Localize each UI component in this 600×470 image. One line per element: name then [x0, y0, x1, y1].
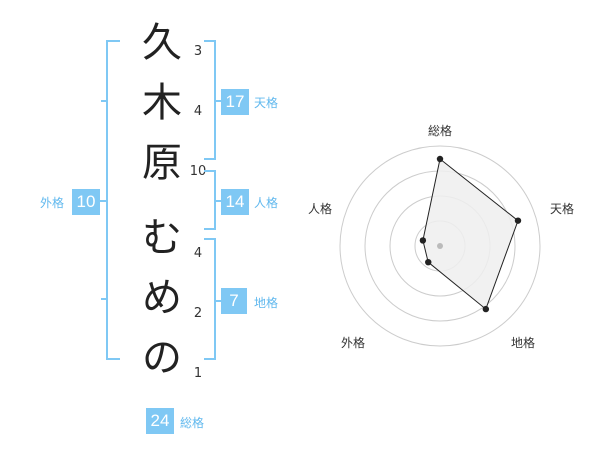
gaikaku-bracket-top [106, 40, 120, 42]
radar-polygon [422, 158, 519, 310]
name-char-4: む [142, 215, 182, 261]
gaikaku-tick [101, 100, 107, 102]
tenkaku-label: 天格 [254, 96, 279, 110]
radar-point [425, 258, 432, 266]
tenkaku-value: 17 [221, 89, 249, 115]
chikaku-value: 7 [221, 288, 247, 314]
fortune-radar-chart [339, 145, 541, 347]
radar-label-jinkaku: 人格 [308, 202, 333, 216]
name-char-1: 久 [142, 20, 182, 66]
stroke-count-3: 10 [189, 164, 207, 179]
name-char-3: 原 [142, 140, 182, 186]
tenkaku-bracket-top [204, 40, 216, 42]
soukaku-value: 24 [146, 408, 174, 434]
gaikaku-label: 外格 [40, 196, 65, 210]
chikaku-connector [215, 300, 221, 302]
gaikaku-tick [101, 298, 107, 300]
chikaku-bracket-top [204, 238, 216, 240]
radar-ring [339, 145, 541, 347]
radar-label-soukaku: 総格 [428, 124, 453, 138]
radar-point [436, 155, 444, 163]
stroke-count-5: 2 [193, 306, 203, 321]
gaikaku-value: 10 [72, 189, 100, 215]
chikaku-bracket-line [214, 238, 216, 360]
tenkaku-connector [215, 100, 221, 102]
radar-label-chikaku: 地格 [511, 336, 536, 350]
stroke-count-6: 1 [193, 366, 203, 381]
chikaku-label: 地格 [254, 296, 279, 310]
stroke-count-4: 4 [193, 246, 203, 261]
soukaku-label: 総格 [180, 416, 205, 430]
radar-label-tenkaku: 天格 [550, 202, 575, 216]
name-char-5: め [142, 275, 182, 321]
jinkaku-connector [215, 200, 221, 202]
jinkaku-bracket-top [204, 170, 216, 172]
jinkaku-value: 14 [221, 189, 249, 215]
jinkaku-label: 人格 [254, 196, 279, 210]
radar-label-gaikaku: 外格 [341, 336, 366, 350]
radar-points [419, 155, 522, 313]
chikaku-bracket-bottom [204, 358, 216, 360]
radar-center-dot [437, 243, 443, 249]
radar-point [514, 217, 522, 224]
radar-point [419, 237, 427, 244]
tenkaku-bracket-bottom [204, 158, 216, 160]
stroke-count-1: 3 [193, 44, 203, 59]
name-char-6: の [142, 335, 182, 381]
name-char-2: 木 [142, 80, 182, 126]
radar-point [482, 305, 490, 313]
stroke-count-2: 4 [193, 104, 203, 119]
gaikaku-connector [100, 200, 107, 202]
gaikaku-bracket-bottom [106, 358, 120, 360]
gaikaku-bracket-line [106, 40, 108, 360]
jinkaku-bracket-bottom [204, 228, 216, 230]
